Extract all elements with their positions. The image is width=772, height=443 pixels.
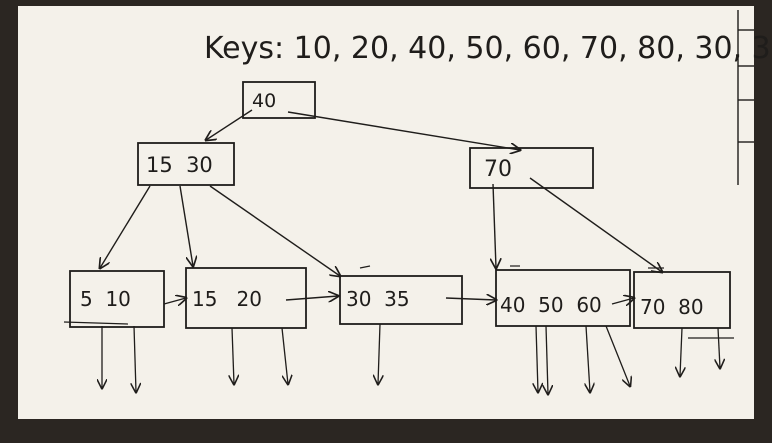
margin-lines — [737, 10, 754, 185]
leaf-node-label-2: 15 20 — [192, 287, 262, 311]
leaf-link-4-5 — [611, 298, 634, 304]
edge-root-to-right — [287, 111, 520, 150]
root-node-box — [242, 81, 316, 119]
edge-right-to-leaf4 — [493, 183, 496, 268]
leaf-link-2-3 — [285, 296, 338, 300]
leaf-node-box-3 — [339, 275, 463, 325]
keys-title: Keys: 10, 20, 40, 50, 60, 70, 80, 30, 35 — [204, 31, 772, 66]
root-node-label: 40 — [252, 90, 276, 112]
leaf-node-label-3: 30 35 — [346, 287, 410, 311]
left-internal-node-label: 15 30 — [146, 153, 213, 177]
right-internal-node-label: 70 — [484, 157, 512, 182]
edge-left-to-leaf1 — [100, 185, 151, 268]
edge-root-to-left — [206, 109, 253, 140]
edge-left-to-leaf2 — [179, 185, 193, 266]
leaf-node-label-5: 70 80 — [640, 295, 704, 319]
right-internal-node-box — [469, 147, 594, 189]
edge-right-to-leaf5 — [529, 177, 662, 272]
leaf-node-box-1 — [69, 270, 165, 328]
leaf-node-label-4: 40 50 60 — [500, 293, 602, 317]
record-pointers — [102, 323, 720, 394]
leaf-node-label-1: 5 10 — [80, 287, 131, 311]
edge-left-to-leaf3 — [209, 185, 340, 276]
whiteboard — [18, 6, 754, 419]
stray-marks — [63, 265, 734, 339]
left-internal-node-box — [137, 142, 235, 186]
leaf-link-3-4 — [445, 298, 496, 300]
leaf-link-1-2 — [163, 298, 186, 304]
